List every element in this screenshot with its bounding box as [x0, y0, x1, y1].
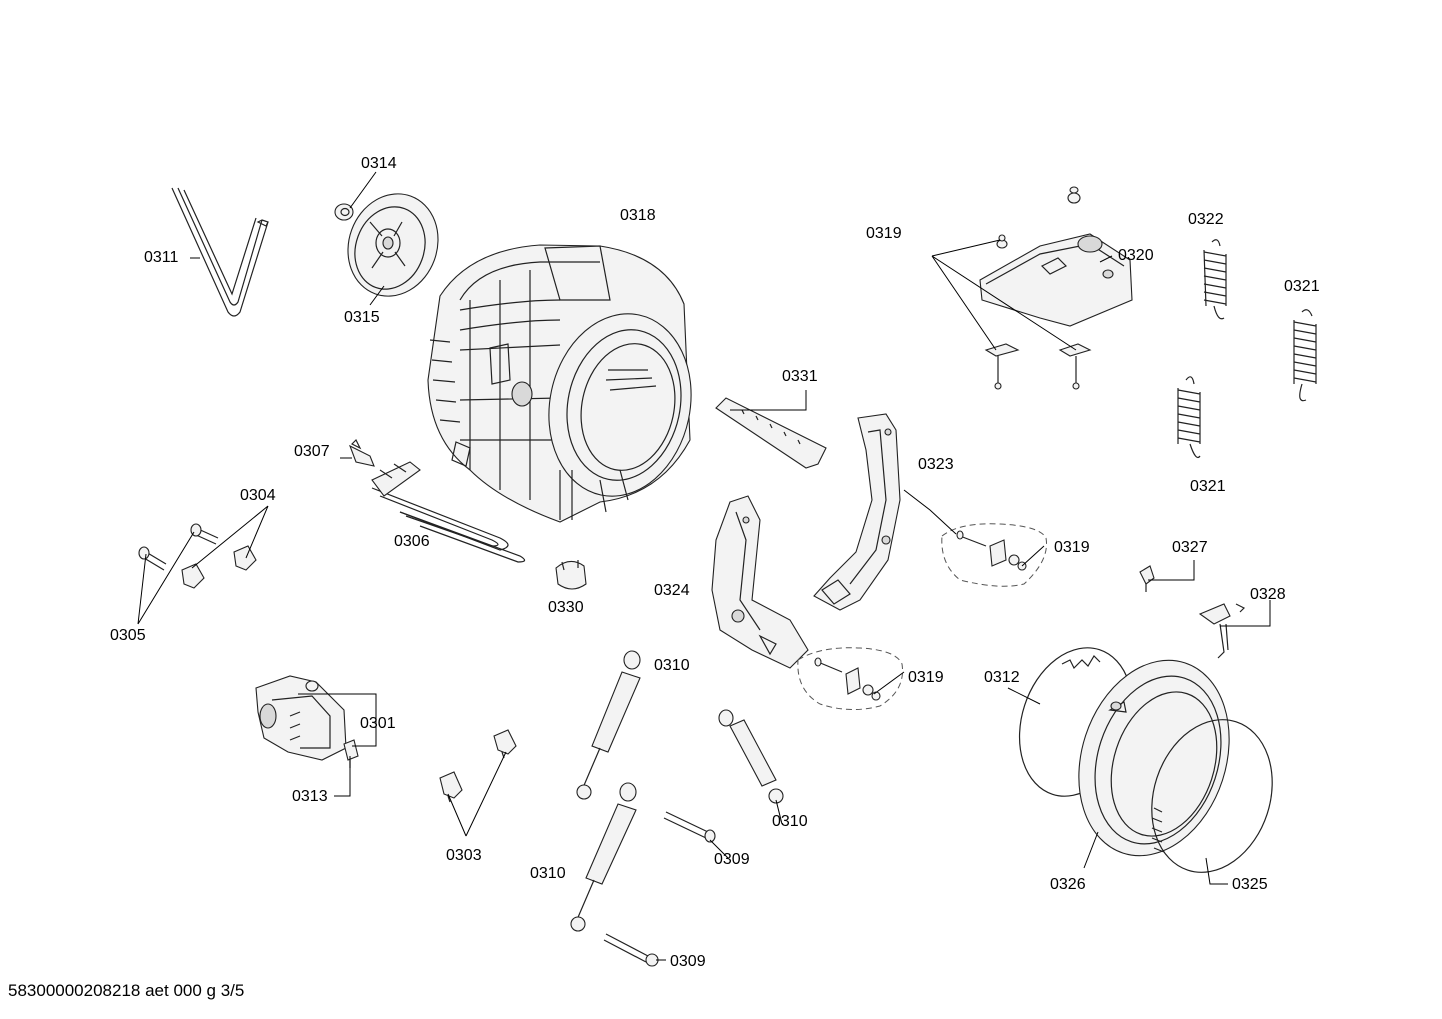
- label-0310-top: 0310: [654, 657, 690, 674]
- label-0309-lower: 0309: [670, 953, 706, 970]
- shock-absorber-upper: [576, 650, 641, 800]
- label-0307: 0307: [294, 443, 330, 460]
- label-0325: 0325: [1232, 876, 1268, 893]
- label-0330: 0330: [548, 599, 584, 616]
- label-0313: 0313: [292, 788, 328, 805]
- heater-screws-and-nuts: [138, 523, 257, 589]
- ntc-sensor: [348, 438, 375, 467]
- label-0320: 0320: [1118, 247, 1154, 264]
- small-valve-part: [1139, 565, 1155, 592]
- damper-bolt-lower: [603, 933, 659, 967]
- pulley-nut: [334, 203, 354, 221]
- damper-bolt-upper: [663, 811, 716, 843]
- door-gasket: [1078, 659, 1230, 857]
- hose-clamp-part: [555, 560, 587, 590]
- shock-absorber-right: [718, 709, 784, 804]
- shock-absorber-lower: [570, 782, 637, 932]
- label-0319-middle: 0319: [1054, 539, 1090, 556]
- label-0324: 0324: [654, 582, 690, 599]
- label-0301: 0301: [360, 715, 396, 732]
- label-0327: 0327: [1172, 539, 1208, 556]
- leader-lines: [137, 171, 1271, 961]
- label-0309-upper: 0309: [714, 851, 750, 868]
- label-0331: 0331: [782, 368, 818, 385]
- label-0321-lower: 0321: [1190, 478, 1226, 495]
- pulley: [347, 193, 439, 297]
- label-0304: 0304: [240, 487, 276, 504]
- label-0319-top: 0319: [866, 225, 902, 242]
- label-0318: 0318: [620, 207, 656, 224]
- label-0303: 0303: [446, 847, 482, 864]
- label-0319-lower: 0319: [908, 669, 944, 686]
- spring-0321-upper: [1293, 309, 1317, 402]
- counterweight-bracket-right: [813, 413, 901, 611]
- label-0315: 0315: [344, 309, 380, 326]
- label-0305: 0305: [110, 627, 146, 644]
- label-0323: 0323: [918, 456, 954, 473]
- front-clamp-ring: [1151, 719, 1273, 873]
- drum-baffle: [715, 397, 827, 469]
- label-0322: 0322: [1188, 211, 1224, 228]
- spring-0322: [1203, 239, 1227, 320]
- label-0328: 0328: [1250, 586, 1286, 603]
- label-0321-upper: 0321: [1284, 278, 1320, 295]
- part-labels: 0314 0311 0315 0318 0319 0320 0322 0321 …: [110, 155, 1320, 970]
- door-lock-sensor: [1198, 603, 1246, 659]
- drain-pump: [255, 675, 347, 761]
- label-0311: 0311: [144, 249, 179, 266]
- pump-filter: [343, 739, 359, 768]
- label-0310-bottom: 0310: [530, 865, 566, 882]
- label-0310-right: 0310: [772, 813, 808, 830]
- label-0312: 0312: [984, 669, 1020, 686]
- drawing-reference-footer: 58300000208218 aet 000 g 3/5: [8, 981, 245, 1000]
- adjustable-feet: [439, 729, 517, 803]
- hardware-set-lower: [797, 647, 904, 710]
- label-0326: 0326: [1050, 876, 1086, 893]
- washer-tub: [427, 244, 692, 523]
- label-0314: 0314: [361, 155, 397, 172]
- spring-0321-lower: [1177, 376, 1201, 459]
- drive-belt: [171, 187, 269, 317]
- top-bracket-cover: [979, 186, 1133, 390]
- heating-element: [371, 461, 526, 563]
- counterweight-bracket-left: [711, 495, 809, 669]
- label-0306: 0306: [394, 533, 430, 550]
- hardware-set-middle: [941, 523, 1048, 587]
